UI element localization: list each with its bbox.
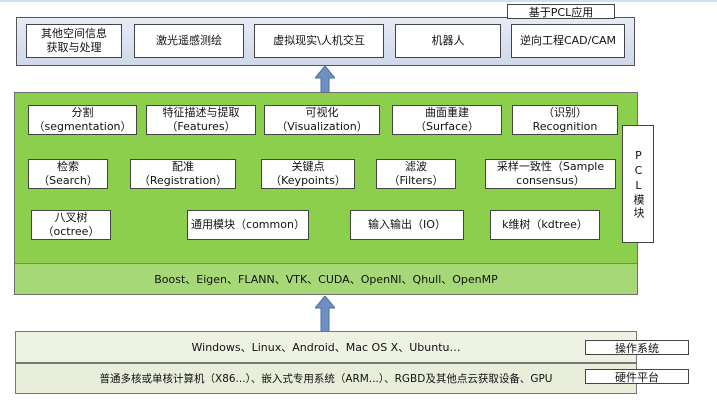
app-box-vr-hci-text: 虚拟现实\人机交互 (273, 34, 365, 47)
module-io-text: 输入输出（IO） (368, 218, 446, 231)
pcl-core-layer: 分割（segmentation） 特征描述与提取（Features） 可视化（V… (14, 92, 638, 295)
module-keypoints-subtitle: （Keypoints） (270, 174, 346, 187)
module-registration: 配准（Registration） (130, 159, 236, 189)
module-registration-subtitle: （Registration） (138, 174, 228, 187)
module-sample-consensus-title: 采样一致性（Sample (496, 160, 605, 173)
module-common: 通用模块（common） (187, 210, 309, 240)
os-layer: Windows、Linux、Android、Mac OS X、Ubuntu… (15, 331, 637, 363)
app-layer-label: 基于PCL应用 (507, 4, 615, 19)
app-box-vr-hci: 虚拟现实\人机交互 (254, 24, 384, 58)
module-features-subtitle: （Features） (166, 120, 236, 133)
up-arrow-core-to-app (315, 66, 335, 94)
app-layer-label-text: 基于PCL应用 (528, 5, 594, 19)
hardware-layer-text: 普通多核或单核计算机（X86...）、嵌入式专用系统（ARM...）、RGBD及… (99, 373, 553, 385)
hardware-layer-label: 硬件平台 (585, 369, 689, 384)
module-features: 特征描述与提取（Features） (146, 105, 256, 135)
module-filters-subtitle: （Filters） (388, 174, 444, 187)
app-box-robot: 机器人 (395, 24, 501, 58)
module-kdtree-text: k维树（kdtree） (502, 218, 588, 231)
app-box-spatial-info: 其他空间信息获取与处理 (26, 24, 122, 58)
module-visualization: 可视化（Visualization） (264, 105, 380, 135)
module-keypoints-title: 关键点 (291, 160, 325, 173)
module-common-text: 通用模块（common） (191, 218, 305, 231)
hardware-layer: 普通多核或单核计算机（X86...）、嵌入式专用系统（ARM...）、RGBD及… (15, 363, 637, 394)
app-box-reverse-engineering: 逆向工程CAD/CAM (511, 24, 625, 58)
module-sample-consensus-subtitle: consensus） (516, 174, 585, 187)
module-features-title: 特征描述与提取 (162, 106, 240, 119)
app-box-laser-survey-text: 激光遥感测绘 (156, 34, 222, 47)
os-layer-label-text: 操作系统 (615, 341, 659, 355)
top-border-line (0, 0, 717, 2)
dependencies-text: Boost、Eigen、FLANN、VTK、CUDA、OpenNI、Qhull、… (154, 273, 498, 286)
module-recognition-subtitle: Recognition (532, 120, 598, 133)
module-visualization-title: 可视化 (305, 106, 339, 119)
hardware-layer-label-text: 硬件平台 (615, 370, 659, 384)
app-box-spatial-info-text: 其他空间信息获取与处理 (41, 27, 107, 54)
module-surface-subtitle: （Surface） (415, 120, 479, 133)
app-box-reverse-engineering-text: 逆向工程CAD/CAM (519, 34, 617, 47)
module-keypoints: 关键点（Keypoints） (261, 159, 355, 189)
module-octree-title: 八叉树 (54, 211, 88, 224)
module-recognition-title: （识别） (543, 106, 587, 119)
pcl-modules-side-label-text: PCL模块 (632, 148, 645, 220)
module-search-title: 检索 (56, 160, 79, 173)
up-arrow-os-to-core (315, 296, 335, 332)
os-layer-text: Windows、Linux、Android、Mac OS X、Ubuntu… (191, 341, 461, 354)
dependencies-strip: Boost、Eigen、FLANN、VTK、CUDA、OpenNI、Qhull、… (15, 263, 637, 294)
os-layer-label: 操作系统 (585, 340, 689, 355)
module-recognition: （识别）Recognition (512, 105, 618, 135)
module-filters-title: 滤波 (404, 160, 427, 173)
module-io: 输入输出（IO） (350, 210, 464, 240)
module-octree-subtitle: （octree） (42, 225, 100, 238)
module-octree: 八叉树（octree） (31, 210, 111, 240)
module-visualization-subtitle: （Visualization） (276, 120, 368, 133)
module-registration-title: 配准 (172, 160, 194, 173)
module-segmentation-subtitle: （segmentation） (33, 120, 132, 133)
module-kdtree: k维树（kdtree） (490, 210, 600, 240)
app-box-laser-survey: 激光遥感测绘 (134, 24, 244, 58)
application-layer: 其他空间信息获取与处理 激光遥感测绘 虚拟现实\人机交互 机器人 逆向工程CAD… (16, 17, 635, 66)
module-filters: 滤波（Filters） (376, 159, 456, 189)
module-search: 检索（Search） (28, 159, 108, 189)
module-surface-title: 曲面重建 (425, 106, 469, 119)
module-segmentation-title: 分割 (71, 106, 94, 119)
module-search-subtitle: （Search） (38, 174, 98, 187)
module-segmentation: 分割（segmentation） (28, 105, 137, 135)
pcl-modules-side-label: PCL模块 (622, 125, 654, 243)
app-box-robot-text: 机器人 (431, 34, 465, 47)
module-surface: 曲面重建（Surface） (392, 105, 502, 135)
